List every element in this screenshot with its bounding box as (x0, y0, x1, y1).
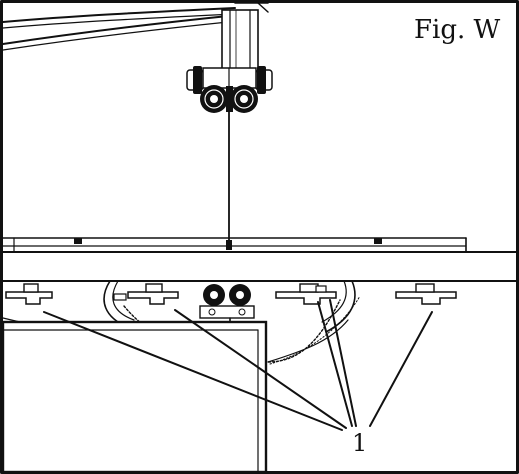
table-lock-knob (395, 283, 457, 305)
table-lock-knob (275, 283, 337, 305)
callout-leader-lines (43, 299, 433, 431)
table-lock-knob (5, 283, 53, 305)
work-table (2, 237, 517, 282)
blade-guide-post (221, 9, 259, 73)
callout-number: 1 (352, 429, 367, 457)
table-lock-knob (113, 283, 179, 305)
lower-blade-guide (199, 284, 255, 319)
upper-blade-guide (186, 66, 273, 113)
figure-label: Fig. W (414, 15, 501, 45)
upper-arm (2, 2, 269, 51)
lower-cabinet (1, 317, 268, 474)
